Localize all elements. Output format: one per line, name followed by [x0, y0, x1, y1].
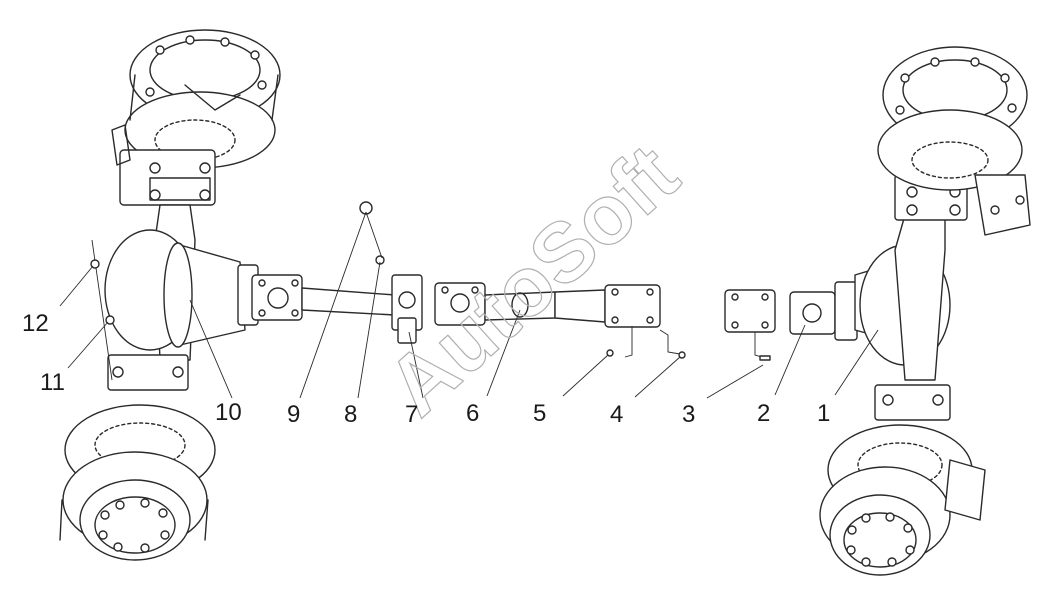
callout-8: 8: [344, 401, 357, 428]
callout-7: 7: [405, 401, 418, 428]
right-upper-hub: [877, 46, 1031, 236]
callout-4: 4: [610, 401, 623, 428]
callout-6: 6: [466, 400, 479, 427]
callout-1: 1: [817, 400, 830, 427]
callout-11: 11: [40, 369, 65, 396]
callout-5: 5: [533, 400, 546, 427]
propeller-shaft: [251, 201, 686, 359]
left-upper-spring-seat: [111, 124, 216, 206]
callout-3: 3: [682, 401, 695, 428]
callout-labels: 1 2 3 4 5 6 7 8 9 10 11 12: [22, 310, 830, 428]
left-upper-hub: [124, 29, 281, 169]
right-lower-hub: [819, 424, 986, 576]
right-axle-housing: [834, 174, 968, 421]
callout-2: 2: [757, 400, 770, 427]
callout-12: 12: [22, 310, 49, 337]
callout-9: 9: [287, 401, 300, 428]
left-axle: [59, 29, 281, 561]
left-axle-housing: [104, 204, 259, 391]
callout-10: 10: [215, 399, 242, 426]
right-axle: [724, 46, 1031, 576]
leader-lines: [59, 211, 879, 399]
left-lower-hub: [59, 404, 216, 561]
